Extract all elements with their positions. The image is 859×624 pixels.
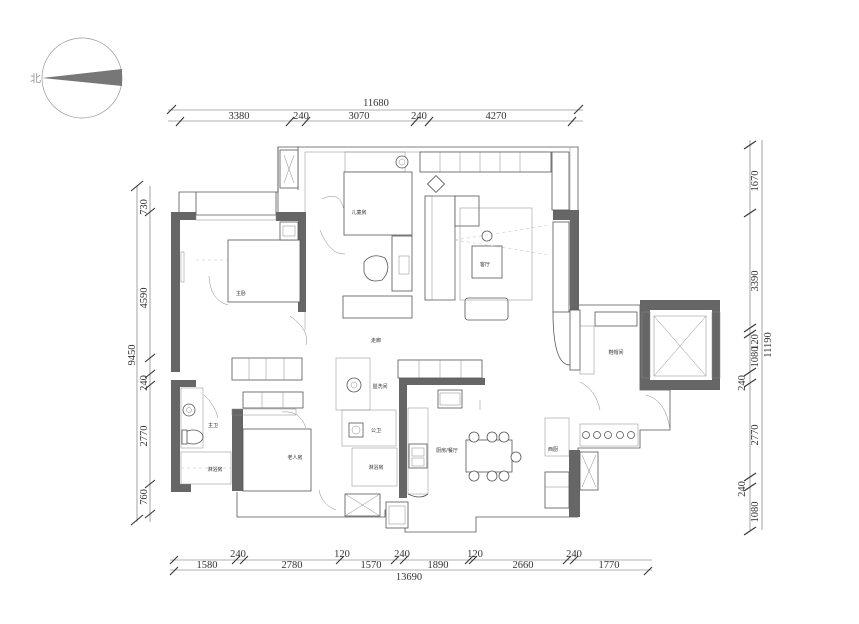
chair: [363, 255, 389, 282]
dining-table: [465, 439, 513, 473]
right-dim-240-a: 240: [737, 375, 748, 391]
bottom-dim-240-a: 240: [230, 549, 246, 560]
bottom-dim-240-b: 240: [394, 549, 410, 560]
coffee-table: [471, 245, 503, 279]
top-dimension: 11680 3380 240 3070 240 4270: [166, 98, 584, 127]
left-dim-4590: 4590: [139, 288, 150, 309]
bottom-dim-1890: 1890: [428, 560, 449, 571]
bottom-dim-2780: 2780: [282, 560, 303, 571]
wall-outlines: [171, 146, 720, 533]
bottom-dim-1580: 1580: [197, 560, 218, 571]
left-total-dim: 9450: [127, 345, 138, 366]
compass: 北: [30, 37, 123, 119]
living-window-cabinet: [419, 151, 552, 173]
label-master-shower: 淋浴房: [207, 466, 222, 473]
label-public-bath: 公卫: [371, 428, 381, 434]
lamp-icon: [395, 155, 409, 169]
right-total-dim: 11190: [763, 332, 774, 357]
top-dim-2: 240: [293, 111, 309, 122]
top-total-dim: 11680: [363, 98, 389, 109]
bottom-dim-120-a: 120: [334, 549, 350, 560]
wall-elevator-top: [640, 300, 720, 310]
label-corridor: 走廊: [371, 337, 381, 344]
wall-living-east-top: [553, 210, 579, 220]
wall-se: [569, 450, 580, 517]
sink-icon: [346, 377, 362, 393]
top-dim-3: 3070: [349, 111, 370, 122]
bottom-total-dim: 13690: [396, 572, 422, 583]
wall-living-east: [570, 210, 579, 320]
wall-bedroom-divider: [298, 212, 306, 312]
label-kitchen-dining: 厨房/餐厅: [436, 447, 458, 454]
room-labels: 儿童房 客厅 主卧 走廊 盥洗间 公卫 主卫 淋浴房 老人房 淋浴房 厨房/餐厅…: [207, 209, 623, 473]
furniture: [180, 155, 721, 529]
top-dim-1: 3380: [229, 111, 250, 122]
right-dim-120: 120: [750, 334, 761, 350]
compass-north-label: 北: [30, 72, 41, 85]
desk: [391, 235, 413, 292]
left-dim-240: 240: [139, 375, 150, 391]
label-master-bedroom: 主卧: [236, 290, 246, 297]
right-dim-1080-b: 1080: [750, 502, 761, 523]
bottom-dim-2660: 2660: [513, 560, 534, 571]
windows: [279, 149, 581, 371]
corridor-cabinet: [231, 357, 303, 381]
tv-stand: [464, 297, 509, 321]
compass-needle: [42, 69, 122, 86]
bottom-dim-1770: 1770: [599, 560, 620, 571]
left-dim-760: 760: [139, 489, 150, 505]
right-dimension: 11190 1670 3390 120 1080 240 2770 240 10…: [737, 140, 774, 536]
label-shower-room: 淋浴房: [368, 464, 383, 471]
left-dim-2770: 2770: [139, 426, 150, 447]
label-shoe-room: 鞋帽间: [608, 349, 623, 356]
label-children-room: 儿童房: [351, 209, 366, 216]
top-dim-5: 4270: [486, 111, 507, 122]
right-dim-240-b: 240: [737, 481, 748, 497]
label-western-kitchen: 西厨: [548, 447, 558, 453]
right-dim-1080-a: 1080: [750, 347, 761, 368]
toilet-icon: [348, 422, 364, 438]
label-living-room: 客厅: [480, 261, 490, 268]
wall-kitchen-north: [399, 378, 485, 385]
wall-west-upper: [171, 212, 180, 372]
bottom-dim-1570: 1570: [361, 560, 382, 571]
bottom-dim-120-b: 120: [467, 549, 483, 560]
label-washroom: 盥洗间: [372, 383, 387, 390]
bottom-dim-240-c: 240: [566, 549, 582, 560]
children-bed: [343, 171, 413, 236]
label-master-bath: 主卫: [208, 422, 218, 429]
wall-west-lower: [171, 380, 180, 492]
elder-bed: [242, 428, 312, 492]
bottom-dimension: 240 120 240 120 240 1580 2780 1570 1890 …: [169, 549, 653, 583]
elevator-shaft: [653, 315, 707, 377]
wall-kitchen-west: [399, 378, 407, 498]
wall-north-mid: [276, 212, 305, 221]
living-side-cabinet: [552, 221, 570, 313]
master-bed: [227, 239, 301, 303]
wall-elder-room: [232, 409, 243, 491]
right-dim-2770: 2770: [750, 425, 761, 446]
left-dim-730: 730: [139, 199, 150, 215]
right-dim-1670: 1670: [750, 171, 761, 192]
right-dim-3390: 3390: [750, 271, 761, 292]
wall-nw-corner: [180, 212, 196, 220]
left-dimension: 9450 730 4590 240 2770 760: [127, 180, 156, 526]
sofa: [424, 195, 456, 301]
label-elder-room: 老人房: [287, 454, 302, 461]
top-dim-4: 240: [411, 111, 427, 122]
children-wardrobe: [342, 295, 413, 319]
